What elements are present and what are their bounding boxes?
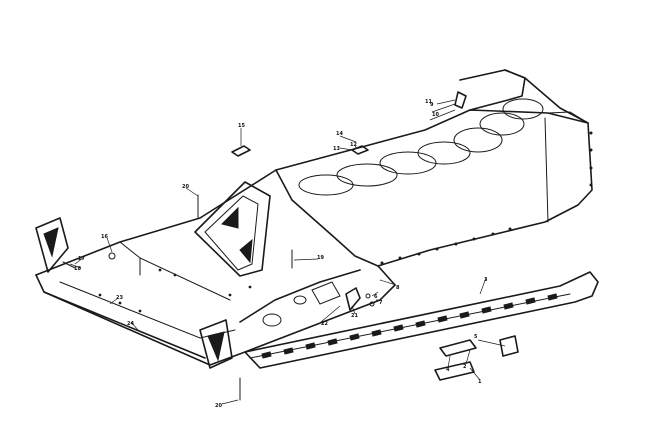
- callout-24: 24: [127, 321, 134, 327]
- seat-rivets: [380, 131, 593, 265]
- seat-pleats: [298, 98, 544, 196]
- steering-support-frame: [194, 181, 271, 277]
- seat-assembly: [275, 69, 593, 267]
- callout-18: 18: [74, 266, 81, 272]
- callout-16: 16: [101, 234, 108, 240]
- callout-22: 22: [321, 321, 328, 327]
- callout-2: 2: [463, 364, 467, 370]
- callout-5: 5: [474, 334, 478, 340]
- callout-13: 13: [333, 146, 340, 152]
- callout-12: 12: [350, 142, 357, 148]
- callout-3: 3: [484, 277, 488, 283]
- bracket-15: [231, 145, 251, 157]
- callout-4: 4: [446, 367, 450, 373]
- callout-11: 11: [425, 99, 432, 105]
- callout-17: 17: [78, 256, 85, 262]
- callout-6: 6: [374, 294, 378, 300]
- callout-labels: 1 2 3 4 5 6 7 8 9 10 11 12 13 14 15 16 1…: [74, 99, 488, 409]
- track-cleats: [261, 293, 558, 359]
- callout-14: 14: [336, 131, 343, 137]
- tunnel-rivets: [98, 268, 252, 313]
- callout-20-upper: 20: [182, 184, 189, 190]
- callout-7: 7: [379, 300, 383, 306]
- callout-19: 19: [317, 255, 324, 261]
- callout-9: 9: [430, 102, 434, 108]
- front-bumper: [35, 217, 233, 369]
- callout-8: 8: [396, 285, 400, 291]
- callout-20-lower: 20: [215, 403, 222, 409]
- callout-21: 21: [351, 313, 358, 319]
- callout-1: 1: [478, 379, 482, 385]
- grab-strap: [454, 91, 467, 109]
- callout-15: 15: [238, 123, 245, 129]
- hardware-items: [62, 145, 375, 401]
- tab-21: [345, 287, 361, 311]
- callout-23: 23: [116, 295, 123, 301]
- track-assembly: [244, 271, 599, 381]
- latch-12: [351, 145, 369, 155]
- leader-lines: [69, 99, 506, 405]
- callout-10: 10: [432, 112, 439, 118]
